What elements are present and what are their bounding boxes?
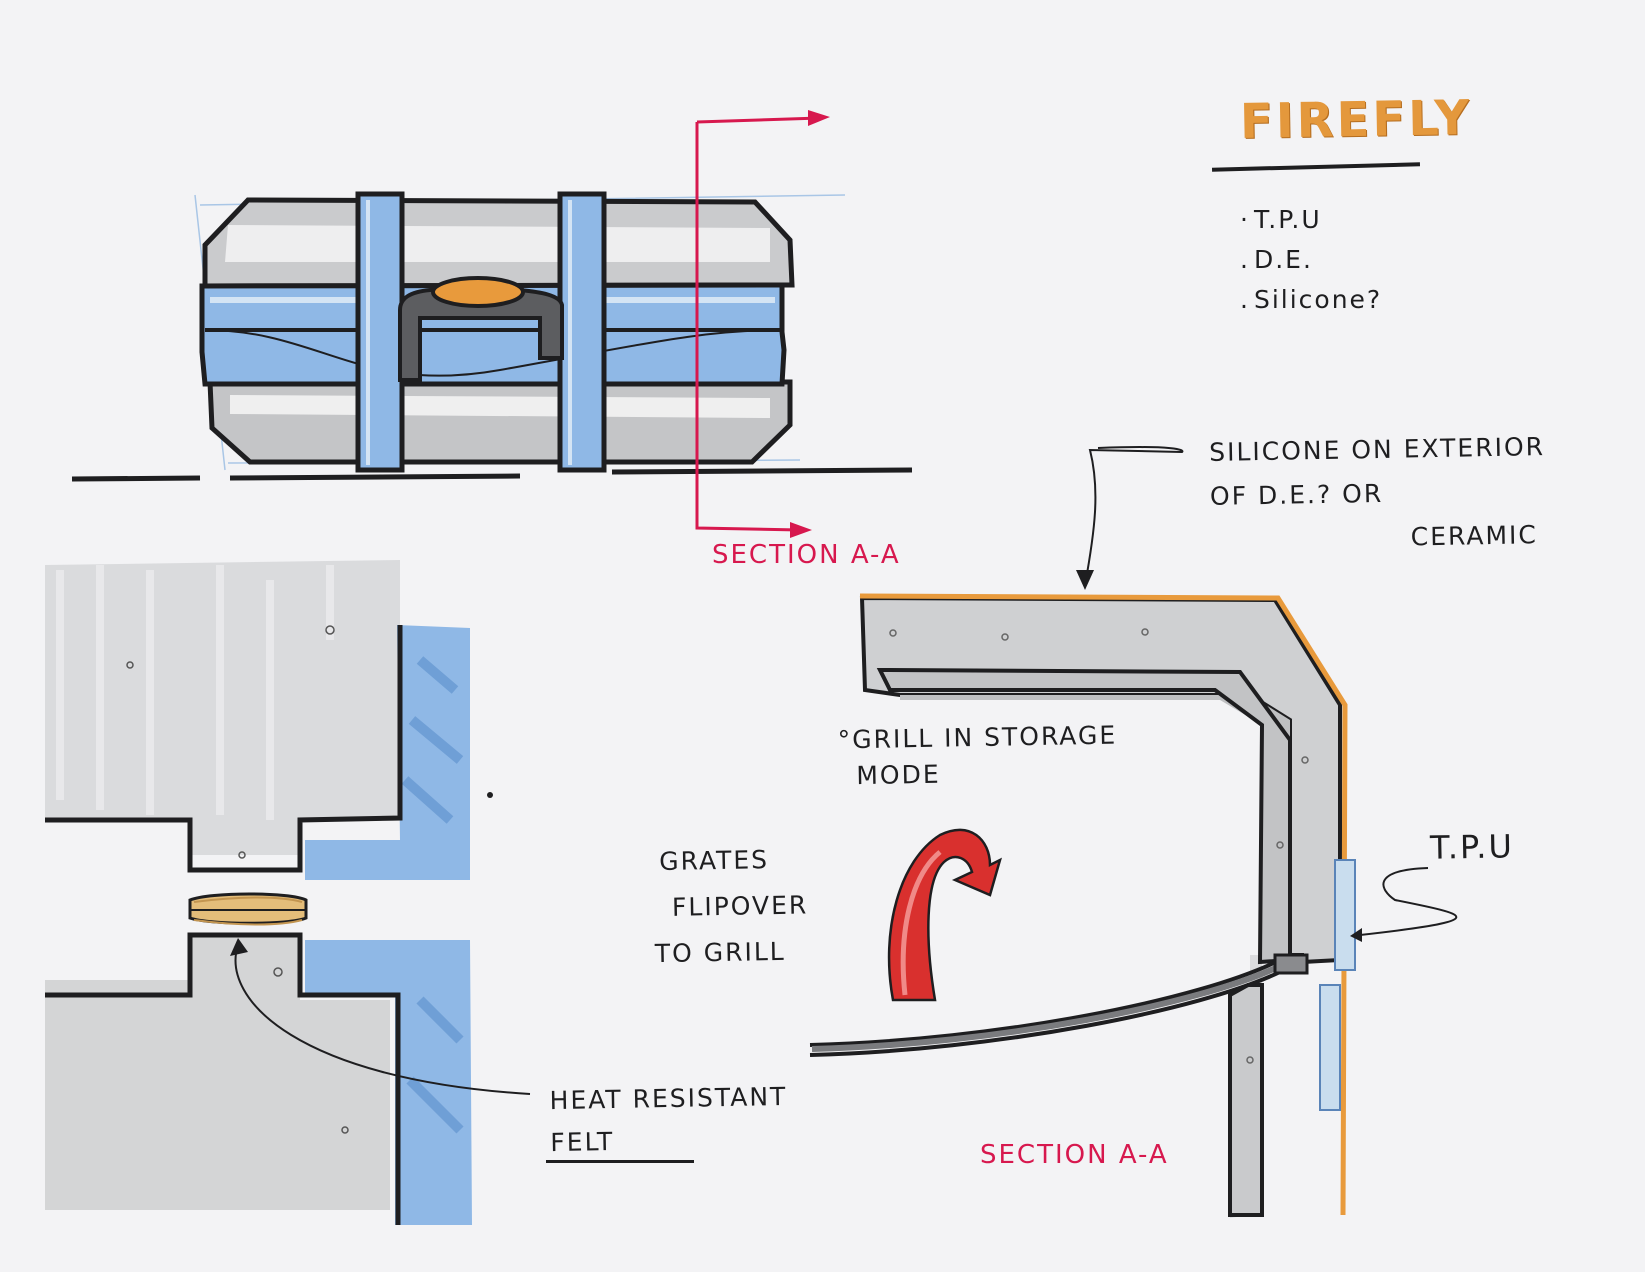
- lower-outline: [45, 932, 401, 1225]
- material-label: D.E.: [1253, 245, 1313, 274]
- material-label: T.P.U: [1253, 205, 1322, 234]
- grey-streaks: [56, 565, 334, 820]
- grates-flipover-note: Grates Flipover to Grill: [629, 836, 810, 977]
- right-strap: [557, 191, 607, 473]
- product-title: FireFly: [1239, 89, 1473, 151]
- strap-highlights: [366, 200, 572, 465]
- material-item: .Silicone?: [1240, 280, 1382, 320]
- lower-shell: [207, 379, 793, 465]
- de-shell-inner-wall: [876, 667, 1292, 965]
- section-arrow-top: [808, 110, 830, 126]
- blue-strokes: [401, 656, 464, 1134]
- section-label-top: Section A-A: [712, 540, 901, 570]
- upper-blue-wall: [305, 625, 470, 880]
- felt-leader-arrow: [230, 938, 248, 956]
- note-line: to Grill: [654, 936, 786, 969]
- lower-grey-body: [45, 935, 390, 1210]
- section-arrow-bottom: [790, 522, 812, 538]
- grate-arm-bottom: [809, 970, 1281, 1057]
- handle-grip-orange: [431, 276, 525, 308]
- product-side-view: [71, 110, 913, 538]
- note-line: Flipover: [671, 890, 809, 922]
- material-item: .D.E.: [1240, 240, 1382, 280]
- left-strap: [355, 191, 405, 473]
- material-bullet: .: [1240, 285, 1250, 314]
- felt-joint-detail: [45, 560, 531, 1225]
- upper-shell-highlight: [225, 225, 770, 262]
- material-bullet: ·: [1240, 205, 1250, 234]
- lower-shell-highlight: [230, 395, 770, 418]
- section-label-bottom: Section A-A: [980, 1140, 1169, 1170]
- material-bullet: .: [1240, 245, 1250, 274]
- section-aa-detail: [809, 446, 1458, 1218]
- silicone-leader: [1084, 446, 1184, 586]
- tpu-callout: T.P.U: [1429, 827, 1515, 867]
- ground-line: [71, 467, 913, 482]
- grill-storage-note: °Grill in storage Mode: [837, 718, 1118, 795]
- material-item: ·T.P.U: [1240, 200, 1382, 240]
- note-line: Mode: [856, 759, 941, 791]
- materials-list: ·T.P.U .D.E. .Silicone?: [1240, 200, 1382, 320]
- flip-over-arrow: [887, 828, 1002, 1002]
- upper-outline: [45, 625, 403, 873]
- silicone-exterior-note: Silicone on exterior of D.E.? or Ceramic: [1209, 425, 1547, 563]
- blue-latch-band: [199, 282, 787, 387]
- carry-handle: [398, 288, 564, 382]
- tpu-seal-lower: [1319, 984, 1341, 1111]
- material-label: Silicone?: [1253, 285, 1383, 314]
- note-line: Silicone on exterior: [1208, 432, 1546, 467]
- note-line: °Grill in storage: [837, 720, 1118, 755]
- de-shell-lower-wall: [1228, 983, 1264, 1217]
- hinge-block: [1273, 953, 1309, 975]
- grate-arm-top: [809, 958, 1281, 1047]
- tpu-leader-arrow: [1350, 928, 1362, 942]
- felt-leader: [234, 944, 531, 1095]
- note-line: Heat Resistant: [549, 1081, 788, 1116]
- lid-seam-curve: [204, 329, 783, 377]
- felt-underline: [546, 1160, 694, 1163]
- note-line: Felt: [550, 1126, 615, 1158]
- silicone-leader-arrow: [1076, 570, 1094, 590]
- note-line: of D.E.? or: [1209, 478, 1384, 511]
- note-line: Grates: [658, 845, 770, 877]
- note-line: Ceramic: [1410, 520, 1539, 552]
- tpu-leader: [1359, 867, 1458, 936]
- tpu-seal-upper: [1334, 859, 1356, 971]
- section-cut-line: [695, 122, 801, 532]
- heat-resistant-felt-note: Heat Resistant Felt: [549, 1076, 788, 1164]
